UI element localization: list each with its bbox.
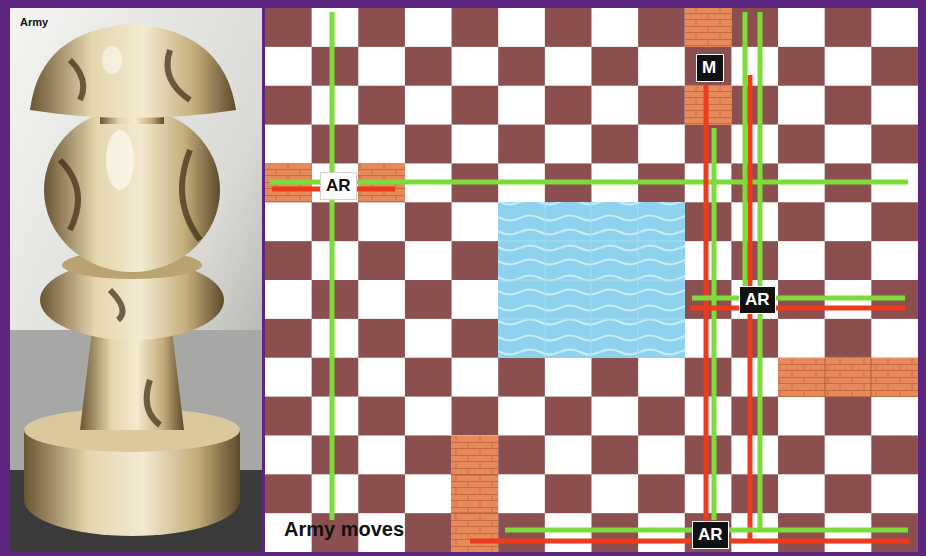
piece-marker: M: [696, 54, 724, 82]
piece-marker: AR: [320, 172, 357, 200]
piece-code: AR: [326, 176, 351, 195]
board-caption: Army moves: [284, 518, 404, 541]
photo-caption: Army: [20, 16, 48, 28]
piece-code: AR: [698, 525, 723, 544]
piece-marker: AR: [739, 286, 776, 314]
piece-code: AR: [745, 290, 770, 309]
piece-marker: AR: [692, 521, 729, 549]
piece-code: M: [702, 58, 716, 77]
